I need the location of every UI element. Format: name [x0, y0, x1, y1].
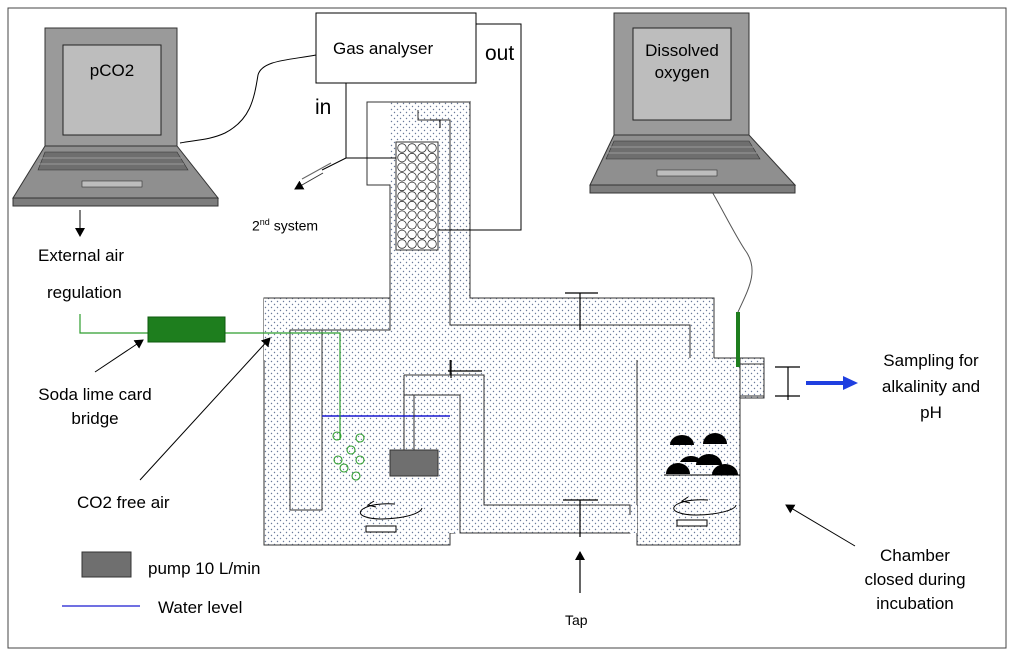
- sampling-arrow: [806, 376, 858, 390]
- column-bead: [407, 229, 417, 240]
- second-system-label: 2nd system: [252, 212, 318, 237]
- column-bead: [427, 229, 437, 240]
- column-bead: [397, 191, 407, 201]
- column-bead: [397, 181, 407, 192]
- column-bead: [427, 181, 437, 192]
- column-bead: [417, 229, 427, 240]
- column-bead: [397, 200, 407, 211]
- column-bead: [397, 210, 407, 220]
- column-bead: [397, 220, 407, 230]
- column-bead: [407, 210, 417, 220]
- oxygen-screen-label-1: Dissolved: [645, 41, 719, 60]
- column-bead: [417, 152, 427, 163]
- co2-free-air-label: CO2 free air: [77, 493, 170, 512]
- column-bead: [407, 239, 417, 249]
- column-bead: [417, 172, 427, 182]
- top-pipe: [264, 298, 714, 360]
- column-bead: [407, 181, 417, 192]
- chamber-label-2: closed during: [864, 570, 966, 589]
- column-bead: [397, 143, 407, 153]
- column-bead: [427, 220, 437, 230]
- column-bead: [407, 143, 417, 153]
- oxygen-screen-label-2: oxygen: [654, 63, 710, 82]
- column-bead: [427, 191, 437, 201]
- oxygen-laptop: [589, 12, 797, 194]
- column-bead: [407, 200, 417, 211]
- air-supply-line: [79, 314, 341, 440]
- column-beads: [397, 143, 437, 249]
- gas-analyser-label: Gas analyser: [333, 39, 434, 58]
- oxygen-probe-cable: [710, 189, 753, 313]
- column-bead: [427, 200, 437, 211]
- legend-pump-label: pump 10 L/min: [148, 559, 261, 578]
- legend-pump-swatch: [81, 551, 132, 578]
- diagram-frame: [7, 7, 1007, 649]
- column-bead: [397, 152, 407, 163]
- chamber-label-3: incubation: [876, 594, 954, 613]
- column-bead: [397, 162, 407, 172]
- soda-lime-label-1: Soda lime card: [38, 385, 152, 404]
- second-system-arrow: [294, 172, 324, 190]
- column-bead: [427, 239, 437, 249]
- column-bead: [407, 162, 417, 172]
- column-bead: [427, 172, 437, 182]
- soda-lime-label-2: bridge: [71, 409, 119, 428]
- column-bead: [407, 172, 417, 182]
- stirrer-left: [359, 500, 423, 533]
- column-bead: [427, 152, 437, 163]
- sampling-label-1: Sampling for: [883, 351, 979, 370]
- tap-valves: [448, 292, 800, 537]
- pipe-outlines: [264, 101, 715, 534]
- gas-analyser-box: [315, 12, 477, 84]
- column-bead: [397, 239, 407, 249]
- second-system-text: system: [269, 217, 319, 234]
- sampling-label-3: pH: [920, 403, 942, 422]
- incubated-organisms: [664, 433, 740, 476]
- column-bead: [397, 172, 407, 182]
- column-bead: [427, 210, 437, 220]
- column-bead: [417, 210, 427, 220]
- in-label: in: [315, 96, 332, 119]
- column-bead: [417, 191, 427, 201]
- column-bead: [417, 143, 427, 153]
- pco2-laptop: [12, 27, 220, 207]
- second-system-ordinal: nd: [259, 217, 270, 227]
- column-bead: [397, 229, 407, 240]
- right-tank: [636, 357, 741, 546]
- gas-lines: [179, 23, 522, 231]
- pointer-arrows: [75, 210, 856, 547]
- out-label: out: [485, 42, 515, 65]
- chamber-label-1: Chamber: [880, 546, 950, 565]
- column-bead: [417, 220, 427, 230]
- column-bead: [417, 181, 427, 192]
- external-air-label-1: External air: [38, 246, 124, 265]
- second-system-number: 2: [252, 217, 260, 234]
- tap-label: Tap: [565, 612, 588, 628]
- soda-lime-card: [147, 316, 226, 343]
- column-bead: [407, 152, 417, 163]
- sampling-label-2: alkalinity and: [881, 377, 981, 396]
- column-bead: [427, 143, 437, 153]
- sampling-outlet: [739, 363, 765, 397]
- pco2-screen-label: pCO2: [89, 61, 135, 80]
- pump-block: [389, 449, 439, 477]
- column-bead: [417, 162, 427, 172]
- column-bead: [407, 191, 417, 201]
- column-bead: [417, 200, 427, 211]
- external-air-label-2: regulation: [47, 283, 122, 302]
- column-bead: [417, 239, 427, 249]
- column-bead: [427, 162, 437, 172]
- air-bubbles: [332, 431, 365, 481]
- legend-water-label: Water level: [158, 598, 243, 617]
- column-bead: [407, 220, 417, 230]
- stirrer-right: [673, 496, 737, 527]
